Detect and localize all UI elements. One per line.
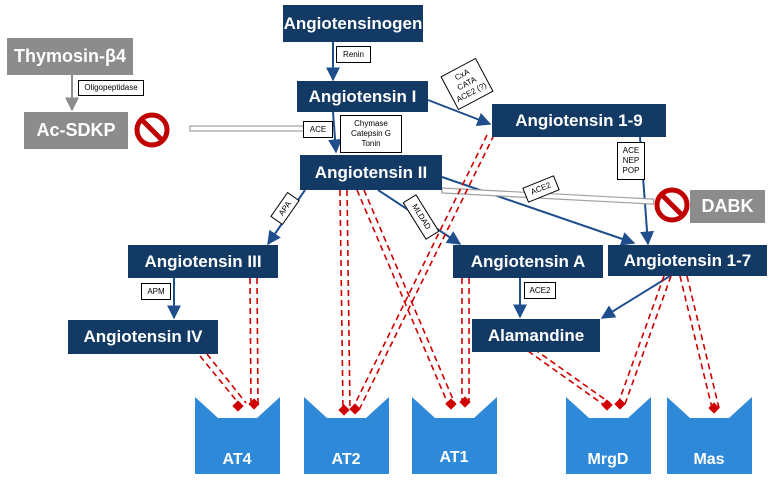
link-1-9-at2 [351, 134, 488, 411]
receptor-mrgd: MrgD [587, 451, 629, 468]
enzyme-ace-nep-pop-group: ACE NEP POP [617, 142, 645, 180]
enzyme-nep: NEP [622, 156, 640, 165]
node-ac-sdkp: Ac-SDKP [24, 112, 128, 149]
link-alamandine-mrgd [527, 350, 605, 406]
node-angiotensin-i: Angiotensin I [297, 81, 428, 112]
node-angiotensin-1-9: Angiotensin 1-9 [492, 104, 666, 137]
arrow-ii-to-1-7 [441, 176, 636, 246]
link-ii-at2 [339, 189, 344, 411]
receptor-at1-shape [412, 397, 497, 474]
prohibition-icon [134, 112, 170, 148]
node-dabk: DABK [690, 190, 765, 223]
node-thymosin: Thymosin-β4 [7, 38, 133, 75]
node-angiotensin-1-7: Angiotensin 1-7 [608, 245, 767, 276]
node-angiotensin-iv: Angiotensin IV [68, 320, 218, 354]
arrow-i-to-1-9 [427, 99, 492, 126]
receptor-at1: AT1 [439, 449, 469, 466]
enzyme-chymase: Chymase [354, 119, 388, 128]
enzyme-ace: ACE [303, 121, 333, 138]
receptor-at2: AT2 [331, 451, 361, 468]
inhibit-line-acsdkp [189, 125, 307, 132]
receptor-at2-shape [304, 397, 389, 474]
enzyme-renin: Renin [336, 46, 371, 63]
arrow-i-to-ii [328, 111, 343, 154]
enzyme-pop: POP [622, 166, 640, 175]
node-angiotensin-iii: Angiotensin III [128, 245, 278, 278]
receptor-at4-shape [195, 397, 280, 474]
receptor-mrgd-shape [566, 397, 651, 474]
enzyme-apm: APM [141, 283, 171, 300]
receptor-mas: Mas [693, 451, 725, 468]
enzyme-catepsin: Catepsin G [350, 129, 392, 138]
link-iii-at4 [249, 277, 252, 405]
arrow-1-7-to-alamandine [600, 275, 671, 319]
node-alamandine: Alamandine [472, 319, 600, 352]
enzyme-ace: ACE [622, 146, 640, 155]
receptor-at4: AT4 [222, 451, 252, 468]
enzyme-ace2-alamandine: ACE2 [524, 282, 556, 299]
node-angiotensin-a: Angiotensin A [453, 245, 603, 278]
prohibition-icon [654, 187, 690, 223]
receptor-mas-shape [667, 397, 752, 474]
enzyme-chymase-group: Chymase Catepsin G Tonin [340, 115, 402, 153]
link-1-7-mrgd [617, 275, 665, 405]
node-angiotensinogen: Angiotensinogen [283, 5, 423, 42]
link-ii-at1 [356, 189, 449, 405]
enzyme-oligopeptidase: Oligopeptidase [78, 80, 144, 96]
node-angiotensin-ii: Angiotensin II [300, 155, 442, 190]
link-iv-at4 [199, 355, 241, 406]
link-1-7-mas [679, 275, 713, 409]
enzyme-tonin: Tonin [361, 139, 381, 148]
